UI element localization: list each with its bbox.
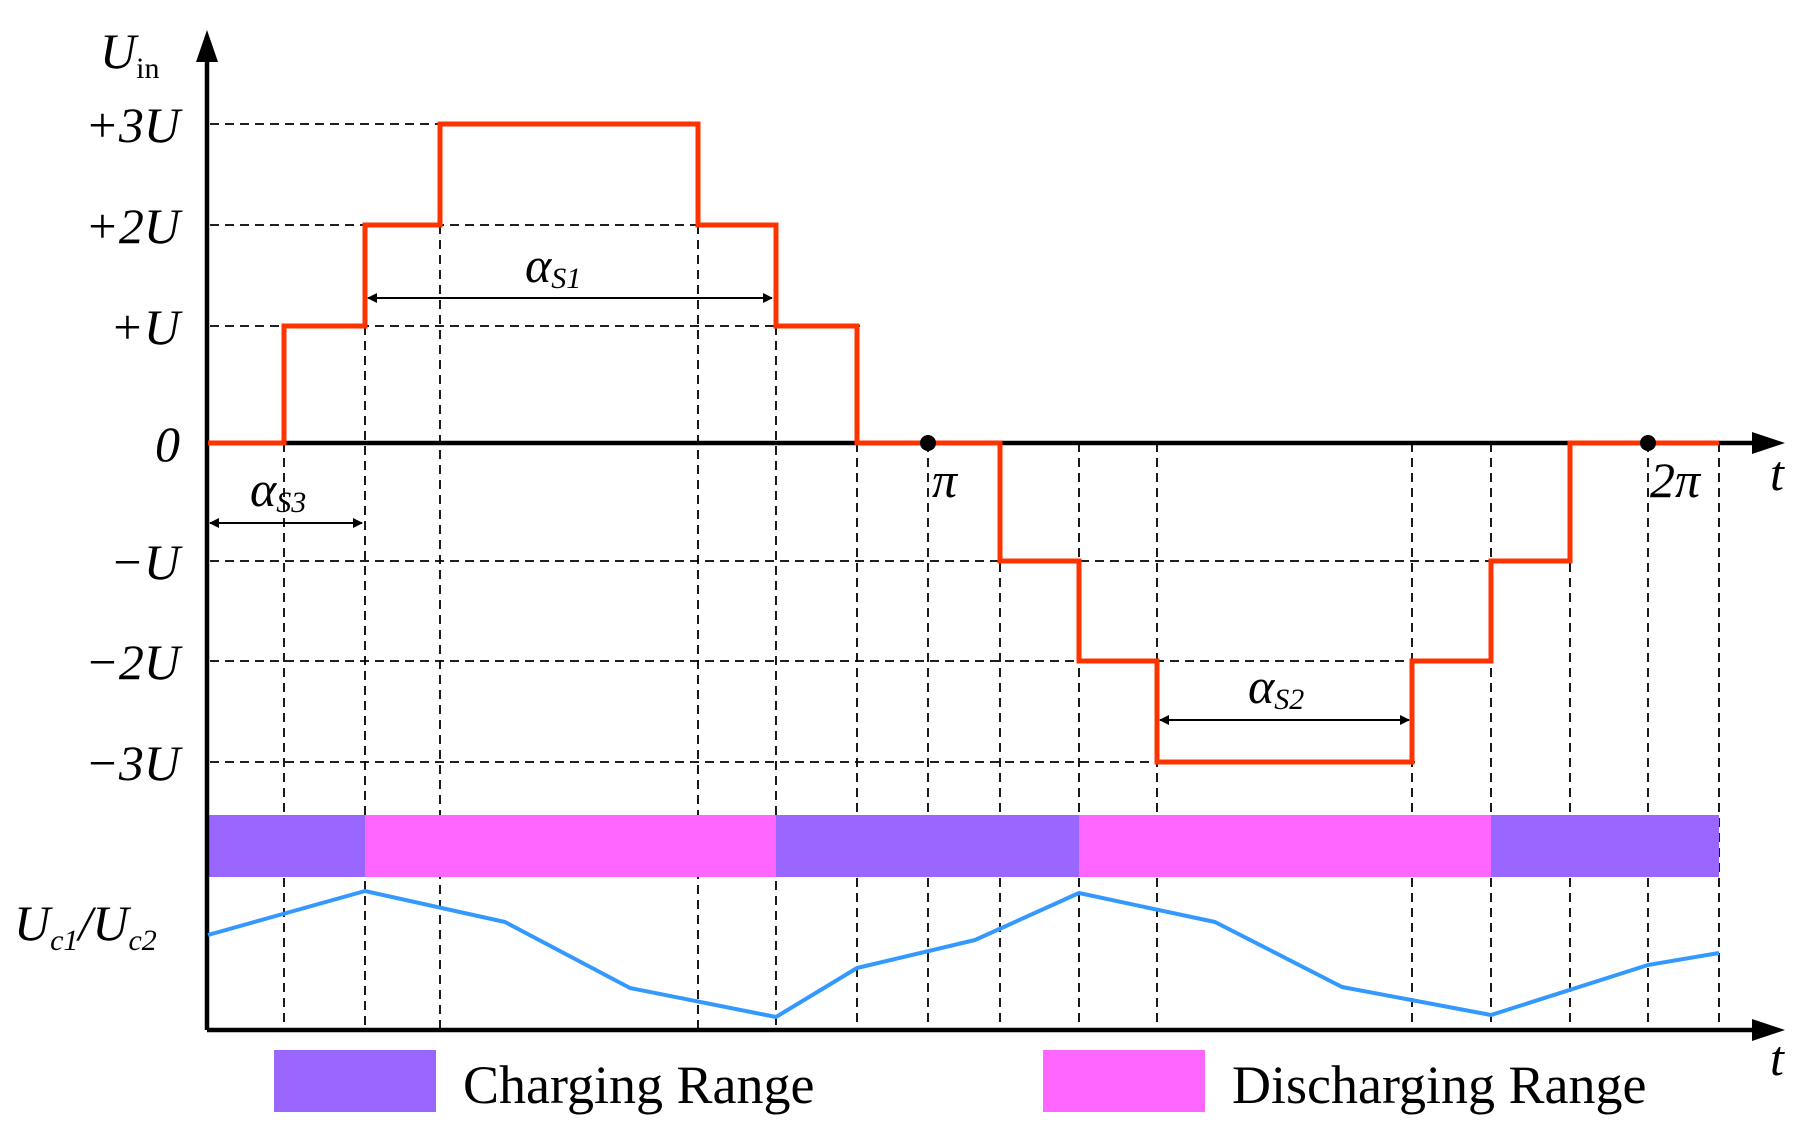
svg-text:αS1: αS1 [525, 237, 581, 295]
legend-discharging-label: Discharging Range [1232, 1055, 1646, 1115]
alpha-s3-annotation: αS3 [209, 461, 363, 528]
range-bar [208, 815, 1719, 877]
axes [196, 30, 1785, 1041]
pi-dot [920, 435, 936, 451]
level-labels: +3U +2U +U 0 −U −2U −3U [85, 97, 183, 791]
discharging-segment-2 [1079, 815, 1491, 877]
level-label-1u: +U [110, 299, 183, 355]
y-axis-arrow [196, 30, 218, 62]
capacitor-voltage-curve [207, 889, 1720, 1019]
capacitor-voltage-label: Uc1/Uc2 [14, 895, 157, 957]
legend-charging-swatch [274, 1050, 436, 1112]
two-pi-label: 2π [1650, 452, 1702, 508]
time-guides [283, 225, 1720, 1030]
legend-charging-label: Charging Range [463, 1055, 814, 1115]
x-axis-top-label: t [1770, 445, 1785, 501]
svg-text:αS2: αS2 [1248, 658, 1304, 716]
alpha-s2-annotation: αS2 [1159, 658, 1410, 725]
level-label-neg2u: −2U [85, 634, 183, 690]
x-axis-top-arrow [1752, 432, 1785, 454]
two-pi-dot [1640, 435, 1656, 451]
charging-segment-1 [208, 815, 365, 877]
y-axis-label: Uin [100, 23, 159, 85]
x-axis-bottom-arrow [1752, 1019, 1785, 1041]
level-label-0: 0 [155, 416, 180, 472]
charging-segment-3 [1491, 815, 1719, 877]
x-axis-bottom-label: t [1770, 1030, 1785, 1086]
level-label-neg1u: −U [110, 534, 183, 590]
charging-segment-2 [776, 815, 1079, 877]
level-label-2u: +2U [85, 198, 183, 254]
legend-discharging-swatch [1043, 1050, 1205, 1112]
discharging-segment-1 [365, 815, 776, 877]
svg-text:αS3: αS3 [250, 461, 306, 519]
legend: Charging Range Discharging Range [274, 1050, 1646, 1115]
pi-label: π [932, 452, 959, 508]
level-label-neg3u: −3U [85, 735, 183, 791]
level-label-3u: +3U [85, 97, 183, 153]
alpha-s1-annotation: αS1 [367, 237, 773, 303]
